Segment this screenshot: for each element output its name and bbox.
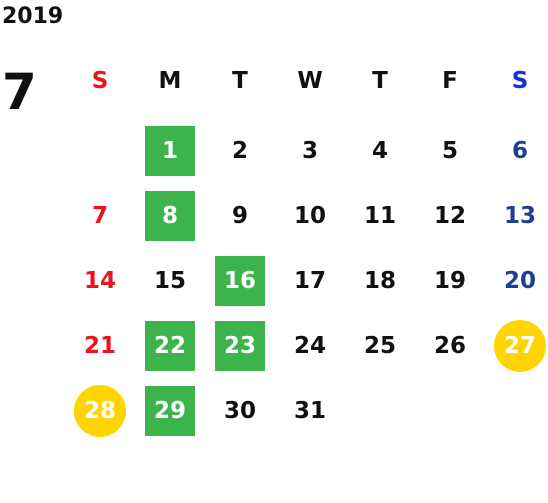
- calendar-day-number: 24: [293, 332, 326, 359]
- weekday-header-friday: F: [442, 68, 458, 94]
- calendar-day-number: 14: [83, 267, 116, 294]
- calendar-day-number: 30: [223, 397, 256, 424]
- calendar-day[interactable]: 19: [415, 248, 485, 313]
- calendar-day[interactable]: 23: [205, 313, 275, 378]
- calendar-day-number: 15: [153, 267, 186, 294]
- calendar-day[interactable]: 8: [135, 183, 205, 248]
- calendar-day-number: 28: [74, 384, 126, 437]
- calendar-day[interactable]: 3: [275, 118, 345, 183]
- calendar-day[interactable]: 13: [485, 183, 548, 248]
- calendar-day-number: 18: [363, 267, 396, 294]
- calendar-day[interactable]: 14: [65, 248, 135, 313]
- calendar-day-number: 31: [293, 397, 326, 424]
- calendar-day[interactable]: 21: [65, 313, 135, 378]
- weekday-header-monday: M: [158, 68, 182, 94]
- calendar-day-number: 12: [433, 202, 466, 229]
- calendar-day-number: 17: [293, 267, 326, 294]
- calendar-day[interactable]: 6: [485, 118, 548, 183]
- calendar-day[interactable]: 26: [415, 313, 485, 378]
- calendar-day-number: 3: [301, 137, 318, 164]
- calendar-year: 2019: [2, 4, 64, 29]
- calendar-day[interactable]: 7: [65, 183, 135, 248]
- calendar-day[interactable]: 9: [205, 183, 275, 248]
- calendar-day-number: 4: [371, 137, 388, 164]
- calendar-day-number: 11: [363, 202, 396, 229]
- calendar-day-number: 6: [511, 137, 528, 164]
- calendar-month: 7: [2, 63, 37, 121]
- calendar-day[interactable]: 31: [275, 378, 345, 443]
- weekday-header-saturday: S: [511, 68, 529, 94]
- calendar-day[interactable]: 27: [485, 313, 548, 378]
- calendar-day[interactable]: 18: [345, 248, 415, 313]
- calendar-day[interactable]: 20: [485, 248, 548, 313]
- calendar-day-number: 5: [441, 137, 458, 164]
- calendar-day-number: 25: [363, 332, 396, 359]
- calendar-day-number: 29: [145, 385, 195, 436]
- calendar-day-number: 23: [215, 320, 265, 371]
- weekday-header-row: S M T W T F S: [65, 64, 548, 98]
- weekday-header-thursday: T: [372, 68, 388, 94]
- calendar-day[interactable]: 1: [135, 118, 205, 183]
- calendar-day-number: 2: [231, 137, 248, 164]
- calendar-day-number: 7: [91, 202, 108, 229]
- calendar-day-number: 1: [145, 125, 195, 176]
- calendar-day-number: 10: [293, 202, 326, 229]
- calendar-day[interactable]: 11: [345, 183, 415, 248]
- calendar-day[interactable]: 17: [275, 248, 345, 313]
- calendar-day[interactable]: 15: [135, 248, 205, 313]
- weekday-header-tuesday: T: [232, 68, 248, 94]
- calendar-day-number: 21: [83, 332, 116, 359]
- calendar-day[interactable]: 29: [135, 378, 205, 443]
- calendar-day-number: 19: [433, 267, 466, 294]
- calendar-day-number: 20: [503, 267, 536, 294]
- calendar-day[interactable]: 25: [345, 313, 415, 378]
- calendar-day[interactable]: 16: [205, 248, 275, 313]
- calendar-day-number: 16: [215, 255, 265, 306]
- calendar-day[interactable]: 30: [205, 378, 275, 443]
- calendar-day-number: 9: [231, 202, 248, 229]
- calendar-day[interactable]: 5: [415, 118, 485, 183]
- calendar-day-number: 26: [433, 332, 466, 359]
- calendar-day[interactable]: 10: [275, 183, 345, 248]
- calendar-day-number: 8: [145, 190, 195, 241]
- weekday-header-wednesday: W: [297, 68, 323, 94]
- calendar-day[interactable]: 24: [275, 313, 345, 378]
- calendar-day-number: 27: [494, 319, 546, 372]
- calendar-day[interactable]: 4: [345, 118, 415, 183]
- calendar-day-number: 22: [145, 320, 195, 371]
- calendar-day[interactable]: 22: [135, 313, 205, 378]
- calendar-day[interactable]: 28: [65, 378, 135, 443]
- calendar-day[interactable]: 12: [415, 183, 485, 248]
- calendar-day[interactable]: 2: [205, 118, 275, 183]
- weekday-header-sunday: S: [91, 68, 109, 94]
- calendar-day-number: 13: [503, 202, 536, 229]
